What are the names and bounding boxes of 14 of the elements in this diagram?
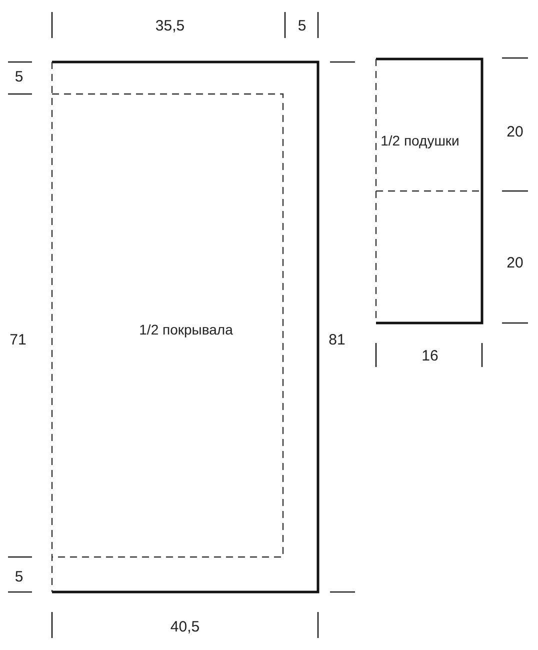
piece-label: 1/2 покрывала (138, 320, 234, 340)
dimension-label: 16 (422, 348, 438, 364)
dimension-label: 81 (328, 332, 346, 348)
pattern-piece (52, 62, 318, 592)
dimension-label: 40,5 (170, 618, 200, 636)
dimension-label: 5 (298, 18, 306, 34)
piece-label: 1/2 подушки (380, 132, 460, 150)
dimension-label: 20 (506, 124, 524, 140)
dimension-label: 71 (10, 332, 26, 348)
dimension-label: 20 (506, 254, 524, 272)
dimension-label: 35,5 (155, 18, 185, 34)
pattern-piece (376, 59, 482, 323)
dimension-label: 5 (14, 568, 24, 586)
dimension-label: 5 (14, 68, 24, 86)
